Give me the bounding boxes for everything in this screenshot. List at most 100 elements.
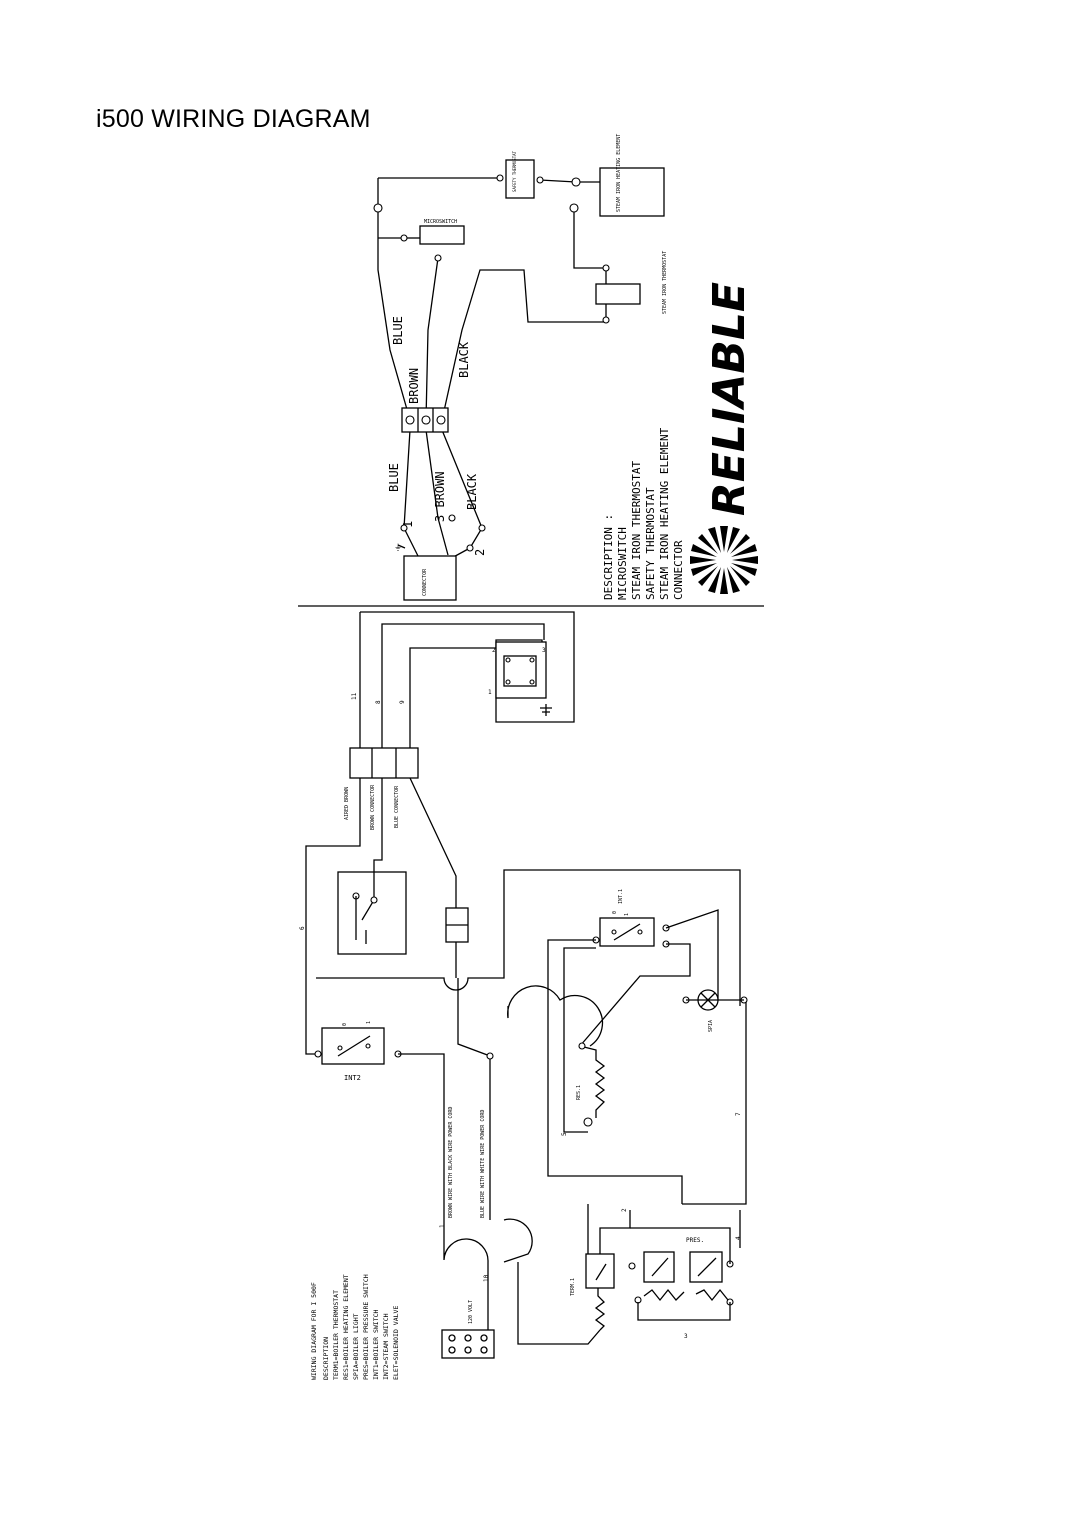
plug-120v xyxy=(441,1329,495,1359)
int2-zero: 0 xyxy=(342,1023,348,1026)
description-line: SAFETY THERMOSTAT xyxy=(644,487,657,600)
res1-element xyxy=(579,1045,606,1118)
wire-plug-arc-2 xyxy=(503,1218,601,1345)
wire-label-blue: BLUE xyxy=(391,316,405,345)
legend-line: SPIA=BOILER LIGHT xyxy=(352,1313,360,1380)
int2-one: 1 xyxy=(366,1021,372,1024)
legend-line: WIRING DIAGRAM FOR I 500F xyxy=(310,1282,318,1380)
int1-one: 1 xyxy=(624,913,630,916)
wire-fuse xyxy=(409,777,457,978)
upper-diagram: SAFETY THERMOSTAT STEAM IRON HEATING ELE… xyxy=(298,134,764,607)
pres-switch-2 xyxy=(689,1251,723,1283)
label-aired-brown: AIRED BROWN xyxy=(344,787,350,820)
cord-brown-label: BROWN WIRE WITH BLACK WIRE POWER CORD xyxy=(448,1107,454,1218)
spia-label: SPIA xyxy=(708,1020,714,1032)
terminal xyxy=(421,415,431,425)
label-blue-connector: BLUE CONNECTOR xyxy=(394,785,400,828)
description-line: MICROSWITCH xyxy=(616,527,629,600)
wire-blue-top xyxy=(377,177,500,421)
pin-label: 1 xyxy=(488,689,492,696)
wire-number: 10 xyxy=(483,1274,490,1282)
wire-loop-right xyxy=(360,611,575,723)
terminal xyxy=(496,174,504,182)
wire-safety-to-element xyxy=(539,179,600,183)
terminal xyxy=(436,415,446,425)
legend-line: INT2=STEAM SWITCH xyxy=(382,1313,390,1380)
pin-1-label: 1 xyxy=(401,521,415,528)
microswitch xyxy=(419,225,465,245)
wire-micro-to-brown xyxy=(425,257,439,421)
ground-symbol: ⏚ xyxy=(394,543,402,552)
term1-thermostat xyxy=(585,1253,615,1289)
wire-9 xyxy=(409,647,496,748)
terminal xyxy=(602,264,610,272)
upper-description: DESCRIPTION : MICROSWITCH STEAM IRON THE… xyxy=(602,427,685,600)
wire-number: 1 xyxy=(439,1224,446,1228)
terminal xyxy=(373,203,383,213)
connector-label: CONNECTOR xyxy=(422,568,428,596)
terminal xyxy=(400,234,408,242)
terminal xyxy=(536,176,544,184)
safety-thermostat-label: SAFETY THERMOSTAT xyxy=(512,150,517,192)
terminal xyxy=(569,203,579,213)
terminal xyxy=(448,514,456,522)
pin-label: 2 xyxy=(492,647,496,654)
lower-legend: WIRING DIAGRAM FOR I 500F DESCRIPTION TE… xyxy=(310,1274,400,1380)
wire-switch xyxy=(361,778,383,921)
wire-number: 8 xyxy=(375,700,382,704)
microswitch-label: MICROSWITCH xyxy=(424,219,457,225)
terminal xyxy=(478,524,486,532)
wire-number: 11 xyxy=(351,692,358,700)
heating-element xyxy=(599,167,665,217)
terminal xyxy=(602,316,610,324)
terminal xyxy=(571,177,581,187)
volt-label: 120 VOLT xyxy=(468,1300,474,1324)
wire-int1-d xyxy=(563,947,596,1133)
wire-label-black-low: BLACK xyxy=(465,473,479,510)
wire-7 xyxy=(682,1002,747,1205)
wire-plug-arc-1 xyxy=(443,1236,489,1330)
pres-heaters xyxy=(643,1288,729,1302)
safety-thermostat xyxy=(505,159,535,199)
cord-blue-label: BLUE WIRE WITH WHITE WIRE POWER CORD xyxy=(480,1110,486,1218)
legend-line: ELET=SOLENOID VALVE xyxy=(392,1306,400,1380)
heating-element-label: STEAM IRON HEATING ELEMENT xyxy=(616,134,622,212)
lower-diagram: 1 2 3 11 8 9 AIRED BROWN BROWN CONNECTOR… xyxy=(299,611,748,1380)
int1-zero: 0 xyxy=(612,911,618,914)
wire-number: 4 xyxy=(735,1236,742,1240)
term1-leads xyxy=(587,1204,606,1331)
wire-arc xyxy=(507,985,604,1047)
description-line: STEAM IRON HEATING ELEMENT xyxy=(658,427,671,600)
description-line: DESCRIPTION : xyxy=(602,514,615,600)
wire-frame-lower xyxy=(316,869,741,1006)
wire-label-blue-low: BLUE xyxy=(387,463,401,492)
wire-6 xyxy=(305,778,361,1055)
small-switch-box xyxy=(337,871,407,955)
page-title: i500 WIRING DIAGRAM xyxy=(96,104,371,133)
pin-2-label: 2 xyxy=(473,549,487,556)
reliable-logo: RELIABLE xyxy=(690,282,758,594)
wire-black xyxy=(441,269,606,421)
wire-number: 9 xyxy=(399,700,406,704)
terminal xyxy=(434,254,442,262)
wire-number: 5 xyxy=(561,1132,568,1136)
ground-icon xyxy=(540,704,552,716)
wire-8 xyxy=(381,623,545,748)
int1-label: INT.1 xyxy=(618,889,624,904)
wire-number: 7 xyxy=(735,1112,742,1116)
terminal xyxy=(466,544,474,552)
sunburst-icon xyxy=(690,526,758,594)
terminal xyxy=(405,415,415,425)
iron-thermostat-label: STEAM IRON THERMOSTAT xyxy=(662,251,668,314)
description-line: CONNECTOR xyxy=(672,540,685,600)
wire-label-brown: BROWN xyxy=(407,368,421,404)
legend-line: DESCRIPTION xyxy=(322,1337,330,1380)
wire-number: 2 xyxy=(621,1208,628,1212)
wire-label-brown-low: 3 BROWN xyxy=(433,471,447,522)
terminal xyxy=(400,524,408,532)
wire-cord xyxy=(457,978,491,1220)
legend-line: TERM1=BOILER THERMOSTAT xyxy=(332,1290,340,1380)
term1-label: TERM.1 xyxy=(570,1278,576,1296)
wire-int1-b xyxy=(665,909,719,1001)
